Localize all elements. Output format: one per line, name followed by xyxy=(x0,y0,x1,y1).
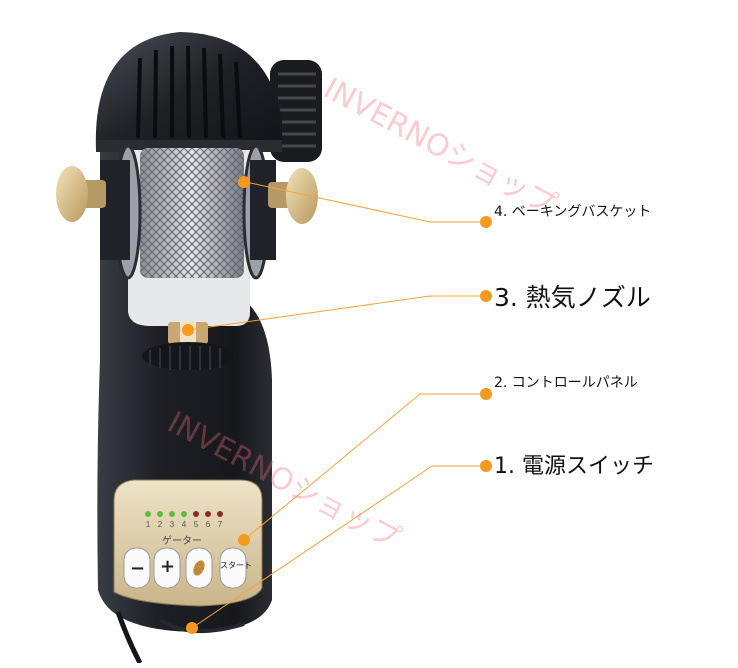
label-control-panel: 2. コントロールパネル xyxy=(494,375,638,391)
bean-icon xyxy=(193,560,205,576)
dot-basket-label xyxy=(480,216,492,228)
label-hot-air-nozzle: 3. 熱気ノズル xyxy=(494,283,651,312)
led-number: 4 xyxy=(181,520,187,529)
leader-line-panel xyxy=(243,393,486,541)
led-number: 1 xyxy=(145,520,151,529)
plus-button-shape xyxy=(153,547,181,589)
leader-line-switch xyxy=(191,465,486,629)
power-cord xyxy=(115,611,143,665)
plus-button[interactable]: + xyxy=(160,556,176,577)
dot-nozzle-label xyxy=(480,290,492,302)
heat-level-leds xyxy=(145,511,223,517)
start-button[interactable]: スタート xyxy=(220,561,252,570)
led-number: 7 xyxy=(217,520,223,529)
label-power-switch: 1. 電源スイッチ xyxy=(494,454,654,479)
led-number: 3 xyxy=(169,520,175,529)
label-baking-basket: 4. ベーキングバスケット xyxy=(494,204,652,220)
led-number: 2 xyxy=(157,520,163,529)
left-knob xyxy=(56,166,106,222)
dot-basket-part xyxy=(238,176,250,188)
heat-label: ゲーター xyxy=(162,536,202,547)
dot-switch-part xyxy=(186,622,198,634)
dot-switch-label xyxy=(480,460,492,472)
led-number: 6 xyxy=(205,520,211,529)
leader-line-nozzle xyxy=(187,295,486,331)
right-knob xyxy=(268,168,318,224)
start-button-shape xyxy=(219,547,247,589)
minus-button[interactable]: − xyxy=(130,558,146,579)
minus-button-shape xyxy=(123,547,151,589)
leader-line-basket xyxy=(245,181,486,223)
led-number: 5 xyxy=(193,520,199,529)
dot-nozzle-part xyxy=(182,324,194,336)
dot-panel-part xyxy=(238,534,250,546)
dot-panel-label xyxy=(480,388,492,400)
